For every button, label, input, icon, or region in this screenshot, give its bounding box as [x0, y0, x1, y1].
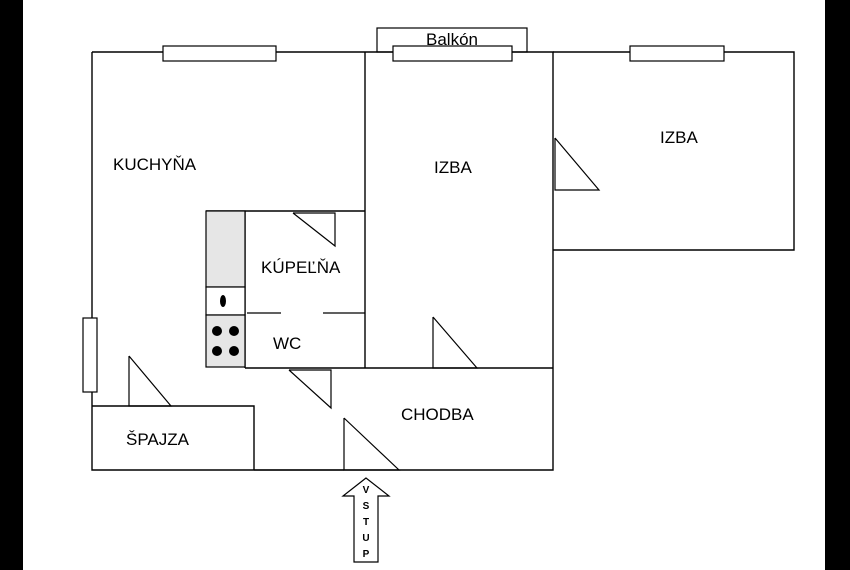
label-balcony: Balkón — [426, 30, 478, 49]
entrance-letter: S — [363, 501, 370, 512]
label-room-middle: IZBA — [434, 158, 472, 177]
window-room-right — [629, 45, 725, 62]
door-room-middle — [432, 316, 479, 369]
label-bathroom: KÚPEĽŇA — [261, 258, 341, 277]
entrance-letter: P — [363, 549, 370, 560]
window-kitchen — [162, 45, 277, 62]
stove — [205, 314, 246, 368]
doors — [128, 137, 601, 471]
window-kitchen-side — [82, 317, 98, 393]
floor-plan: KUCHYŇA IZBA IZBA KÚPEĽŇA WC ŠPAJZA CHOD… — [23, 0, 825, 570]
sink-icon — [220, 295, 226, 307]
room-labels: KUCHYŇA IZBA IZBA KÚPEĽŇA WC ŠPAJZA CHOD… — [113, 30, 698, 449]
counter-top — [205, 210, 246, 288]
stove-icon — [212, 326, 239, 356]
entrance-letter: T — [363, 517, 369, 528]
door-pantry — [128, 355, 173, 407]
door-wc — [288, 369, 332, 410]
door-bathroom — [292, 212, 336, 248]
label-kitchen: KUCHYŇA — [113, 155, 197, 174]
label-pantry: ŠPAJZA — [126, 430, 190, 449]
label-wc: WC — [273, 334, 301, 353]
right-room-wall — [553, 51, 795, 251]
door-right-room — [554, 137, 601, 191]
window-room-middle — [392, 45, 513, 62]
label-room-right: IZBA — [660, 128, 698, 147]
kitchen-counter — [205, 210, 246, 368]
entrance-arrow-icon: V S T U P — [341, 477, 391, 563]
floor-plan-drawing: KUCHYŇA IZBA IZBA KÚPEĽŇA WC ŠPAJZA CHOD… — [82, 27, 795, 563]
label-hallway: CHODBA — [401, 405, 474, 424]
entrance-letter: V — [363, 485, 370, 496]
door-entrance — [343, 417, 401, 471]
entrance-letter: U — [362, 533, 369, 544]
windows — [82, 45, 725, 393]
